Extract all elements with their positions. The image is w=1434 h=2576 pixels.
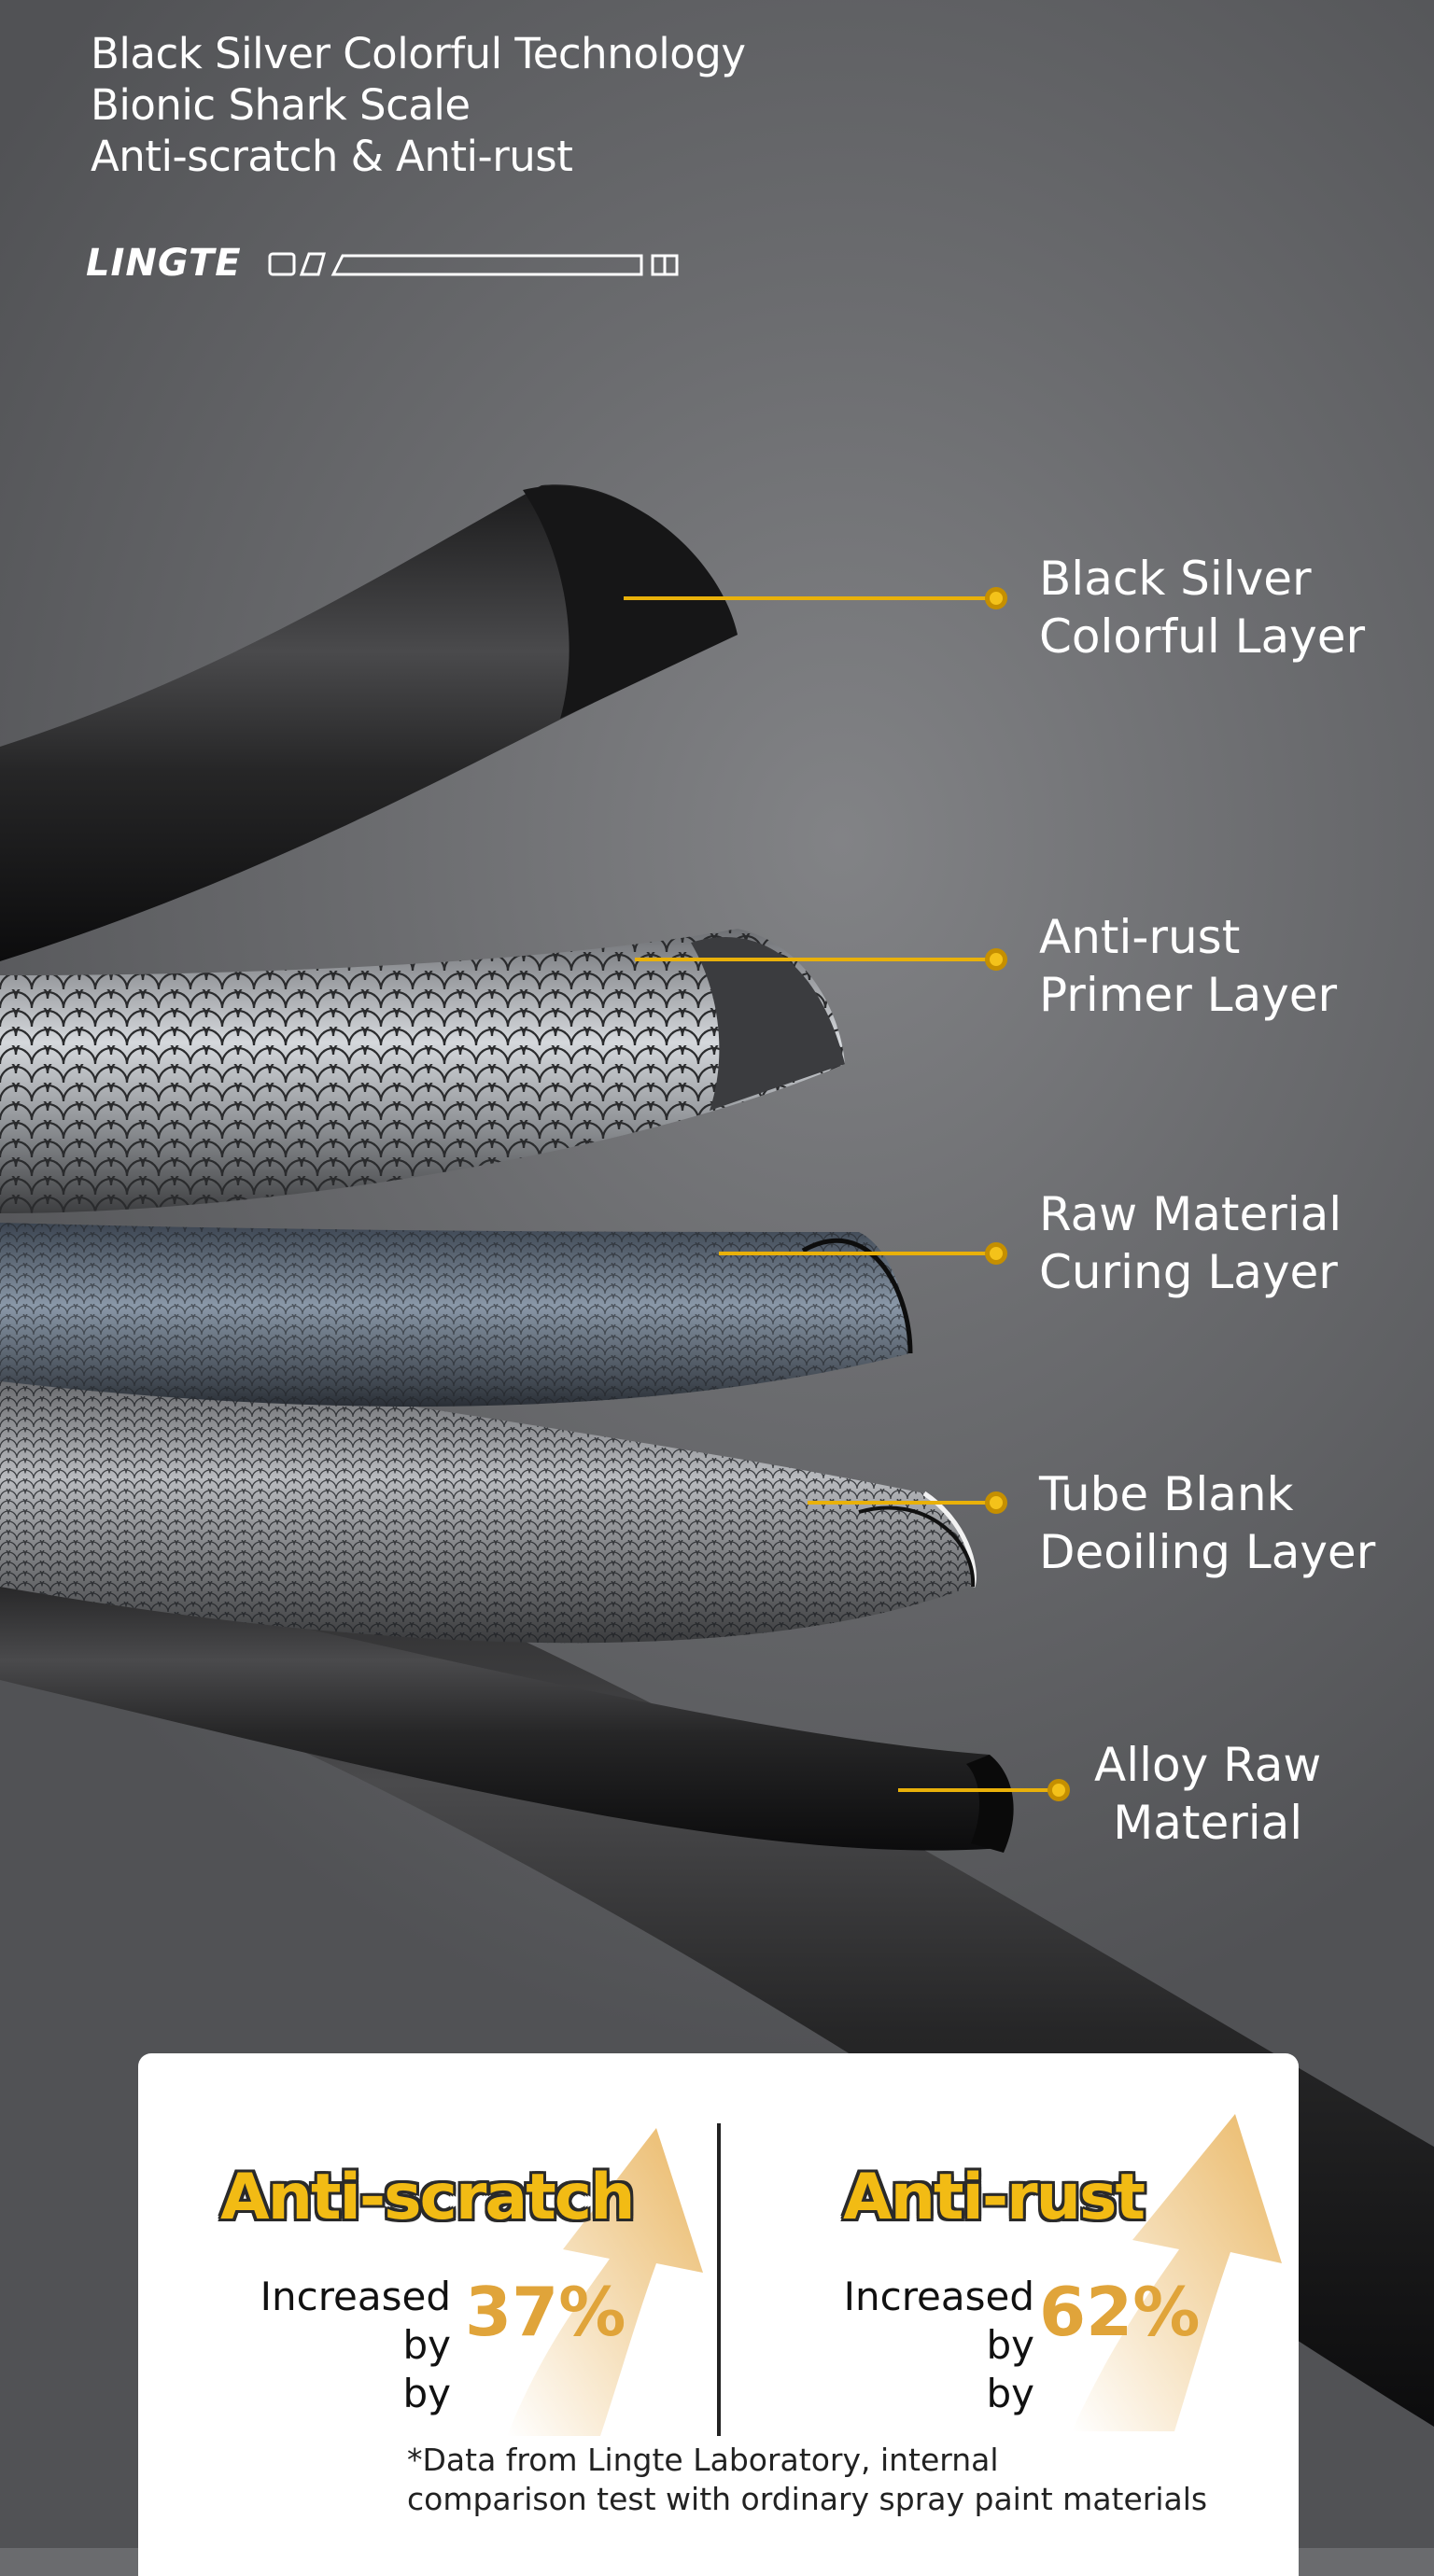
brand-logo: LINGTE [86, 242, 679, 285]
leader-line-4 [808, 1501, 992, 1505]
callout-1-line-2: Colorful Layer [1039, 609, 1366, 664]
up-arrow-icon [507, 2128, 703, 2436]
callout-dot-5 [1047, 1779, 1070, 1801]
anti-scratch-label-line-1: Increased by [260, 2274, 451, 2368]
leader-line-3 [719, 1252, 992, 1255]
callout-alloy-raw-material: Alloy Raw Material [1094, 1736, 1321, 1852]
callout-tube-blank-deoiling: Tube Blank Deoiling Layer [1039, 1465, 1375, 1581]
callout-dot-2 [985, 948, 1007, 971]
headline-line-1: Black Silver Colorful Technology [91, 29, 746, 78]
leader-line-1 [624, 596, 992, 600]
headline-line-2: Bionic Shark Scale [91, 80, 471, 130]
stats-divider [717, 2123, 721, 2436]
footnote: *Data from Lingte Laboratory, internal c… [407, 2441, 1207, 2519]
anti-scratch-label-line-2: by [402, 2371, 451, 2416]
callout-3-line-1: Raw Material [1039, 1187, 1343, 1241]
callout-4-line-2: Deoiling Layer [1039, 1525, 1376, 1579]
brand-wordmark: LINGTE [86, 242, 242, 285]
anti-scratch-value: 37% [465, 2273, 626, 2351]
anti-rust-value: 62% [1039, 2273, 1201, 2351]
anti-scratch-title: Anti-scratch [220, 2161, 636, 2234]
callout-raw-material-curing: Raw Material Curing Layer [1039, 1185, 1342, 1301]
headline-line-3: Anti-scratch & Anti-rust [91, 132, 573, 181]
callout-2-line-1: Anti-rust [1039, 910, 1241, 964]
callout-4-line-1: Tube Blank [1039, 1467, 1294, 1521]
anti-scratch-label: Increased by by [218, 2273, 451, 2418]
leader-line-5 [898, 1788, 1055, 1792]
logo-mark-icon [268, 252, 679, 276]
leader-line-2 [635, 958, 992, 961]
callout-dot-1 [985, 587, 1007, 609]
headline: Black Silver Colorful Technology Bionic … [91, 28, 746, 182]
callout-3-line-2: Curing Layer [1039, 1245, 1338, 1299]
callout-5-line-1: Alloy Raw [1094, 1738, 1322, 1792]
stats-panel: Anti-scratch Increased by by 37% Anti-ru… [138, 2053, 1299, 2576]
anti-rust-title: Anti-rust [843, 2161, 1146, 2234]
up-arrow-icon-2 [1072, 2114, 1282, 2431]
callout-dot-3 [985, 1242, 1007, 1265]
anti-rust-label: Increased by by [792, 2273, 1034, 2418]
callout-1-line-1: Black Silver [1039, 552, 1312, 606]
callout-5-line-2: Material [1113, 1796, 1303, 1850]
callout-black-silver-layer: Black Silver Colorful Layer [1039, 550, 1365, 665]
callout-anti-rust-primer: Anti-rust Primer Layer [1039, 908, 1337, 1024]
callout-2-line-2: Primer Layer [1039, 968, 1338, 1022]
anti-rust-label-line-1: Increased by [843, 2274, 1034, 2368]
anti-rust-label-line-2: by [986, 2371, 1034, 2416]
footnote-line-1: *Data from Lingte Laboratory, internal [407, 2442, 999, 2478]
callout-dot-4 [985, 1491, 1007, 1514]
footnote-line-2: comparison test with ordinary spray pain… [407, 2481, 1208, 2517]
